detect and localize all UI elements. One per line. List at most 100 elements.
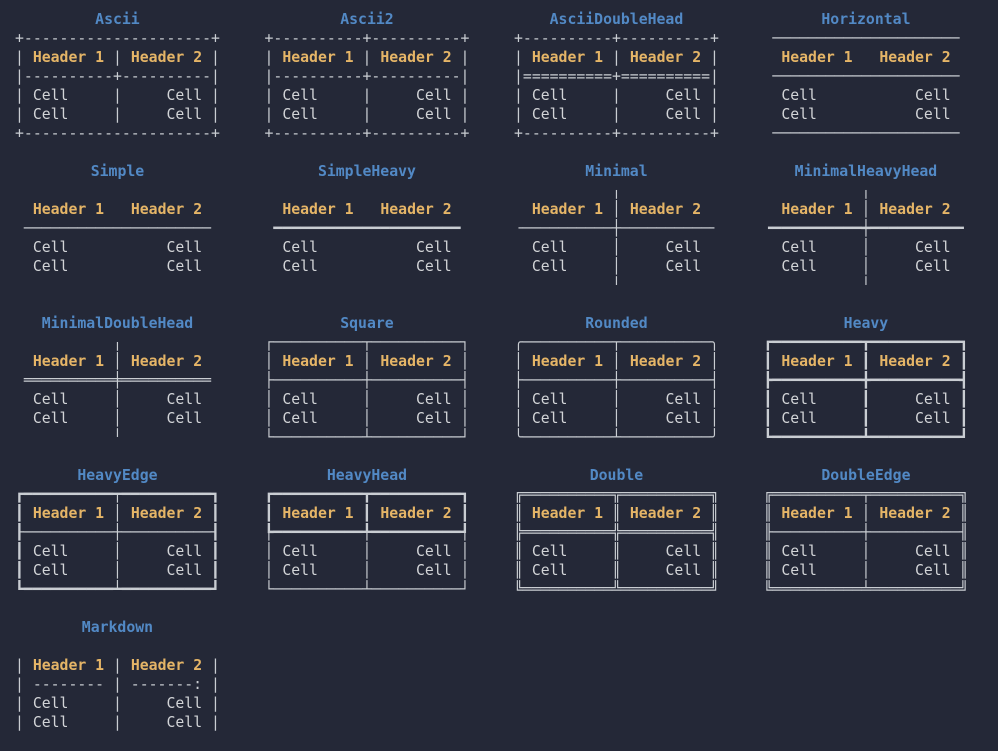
table-title: Simple: [90, 163, 145, 180]
table-border: [514, 258, 532, 275]
header-text: Header 2: [879, 505, 951, 522]
cell-text: Cell: [32, 410, 69, 427]
cell-text: Cell: [781, 543, 817, 560]
table-line: | Cell | Cell |: [15, 86, 220, 105]
table-line: ─────────────────────: [15, 219, 220, 238]
table-line: ┃ Header 1 │ Header 2 ┃: [15, 504, 220, 523]
cell-text: Cell: [531, 543, 568, 560]
table-border: ┃: [763, 353, 782, 370]
table-border: ┃: [816, 410, 915, 427]
table-border: +---------------------+: [15, 125, 220, 142]
table-line: ┌──────────┬──────────┐: [265, 333, 470, 352]
cell-text: Cell: [166, 410, 203, 427]
table-border: +----------+----------+: [264, 30, 470, 47]
table-line: Cell Cell: [265, 238, 470, 257]
cell-text: Cell: [166, 391, 203, 408]
header-text: Header 2: [130, 201, 203, 218]
header-text: Header 2: [629, 201, 702, 218]
header-text: Header 1: [32, 201, 105, 218]
table-border: ┃: [15, 505, 33, 522]
header-text: Header 2: [629, 353, 702, 370]
table-line: ╔══════════╦══════════╗: [514, 485, 719, 504]
table-line: +---------------------+: [15, 29, 220, 48]
table-title: SimpleHeavy: [317, 163, 416, 180]
table-border: │: [317, 543, 416, 560]
table-border: |==========+==========|: [514, 68, 719, 85]
table-border: |: [15, 49, 33, 66]
table-body: ╷ Header 1 │ Header 2 ╺━━━━━━━━━━┿━━━━━━…: [764, 181, 969, 295]
box-style-table-horizontal: Horizontal ───────────────────── Header …: [764, 10, 969, 162]
table-border: ┃: [202, 562, 220, 579]
cell-text: Cell: [415, 87, 452, 104]
table-line: ┃ Cell │ Cell ┃: [15, 561, 220, 580]
table-title: MinimalHeavyHead: [794, 163, 938, 180]
table-border: ║: [514, 505, 532, 522]
table-line: ┃ Header 1 ┃ Header 2 ┃: [764, 352, 969, 371]
table-title: HeavyEdge: [77, 467, 158, 484]
box-style-table-ascii2: Ascii2+----------+----------+| Header 1 …: [265, 10, 470, 162]
cell-text: Cell: [166, 258, 203, 275]
table-border: ║: [603, 505, 630, 522]
cell-text: Cell: [166, 106, 203, 123]
table-border: ║: [950, 505, 969, 522]
table-title: DoubleEdge: [821, 467, 911, 484]
table-border: ├──────────┼──────────┤: [264, 372, 470, 389]
table-border: │: [701, 410, 719, 427]
table-border: ┃: [763, 391, 782, 408]
table-border: |: [15, 695, 33, 712]
table-border: +---------------------+: [15, 30, 220, 47]
table-body: ───────────────────── Header 1 Header 2 …: [764, 29, 969, 143]
table-border: │: [353, 353, 381, 370]
table-border: │: [816, 562, 915, 579]
cell-text: Cell: [665, 239, 702, 256]
table-line: Cell │ Cell: [514, 257, 719, 276]
table-border: [764, 258, 782, 275]
header-text: Header 1: [781, 49, 853, 66]
table-line: Header 1 │ Header 2: [764, 200, 969, 219]
table-line: [15, 181, 220, 200]
table-line: +----------+----------+: [265, 29, 470, 48]
table-line: | Cell | Cell |: [514, 86, 719, 105]
table-border: │: [567, 258, 666, 275]
table-line: Cell Cell: [15, 257, 220, 276]
table-border: ┃: [852, 353, 880, 370]
cell-text: Cell: [166, 239, 203, 256]
table-border: │: [852, 505, 880, 522]
cell-text: Cell: [32, 258, 69, 275]
table-border: ╷: [514, 182, 719, 199]
table-border: ║: [701, 505, 719, 522]
table-border: ╵: [763, 277, 969, 294]
table-border: [764, 49, 782, 66]
table-body: ┏━━━━━━━━━━┳━━━━━━━━━━┓┃ Header 1 ┃ Head…: [265, 485, 470, 599]
header-text: Header 1: [531, 49, 604, 66]
cell-text: Cell: [781, 562, 817, 579]
cell-text: Cell: [665, 410, 702, 427]
table-line: Cell │ Cell: [15, 390, 220, 409]
table-border: |: [202, 49, 220, 66]
table-line: │ Header 1 │ Header 2 │: [265, 352, 470, 371]
table-body: ╭──────────┬──────────╮│ Header 1 │ Head…: [514, 333, 719, 447]
table-border: |: [317, 106, 416, 123]
table-line: ┠──────────┼──────────┨: [15, 523, 220, 542]
cell-text: Cell: [282, 106, 318, 123]
table-border: └──────────┴──────────┘: [264, 429, 470, 446]
table-border: |: [567, 106, 666, 123]
cell-text: Cell: [282, 543, 318, 560]
cell-text: Cell: [282, 258, 318, 275]
table-border: [951, 106, 969, 123]
table-title: HeavyHead: [326, 467, 408, 484]
table-border: [265, 258, 283, 275]
table-line: +----------+----------+: [265, 124, 470, 143]
cell-text: Cell: [415, 106, 452, 123]
table-line: | Cell | Cell |: [15, 713, 220, 732]
table-border: │: [264, 410, 283, 427]
table-body: ┏━━━━━━━━━━┳━━━━━━━━━━┓┃ Header 1 ┃ Head…: [764, 333, 969, 447]
table-border: ╵: [514, 277, 719, 294]
table-border: [265, 201, 283, 218]
table-line: ─────────────────────: [764, 124, 969, 143]
table-border: |: [202, 106, 220, 123]
table-border: ║: [514, 543, 532, 560]
table-line: | Cell | Cell |: [265, 105, 470, 124]
